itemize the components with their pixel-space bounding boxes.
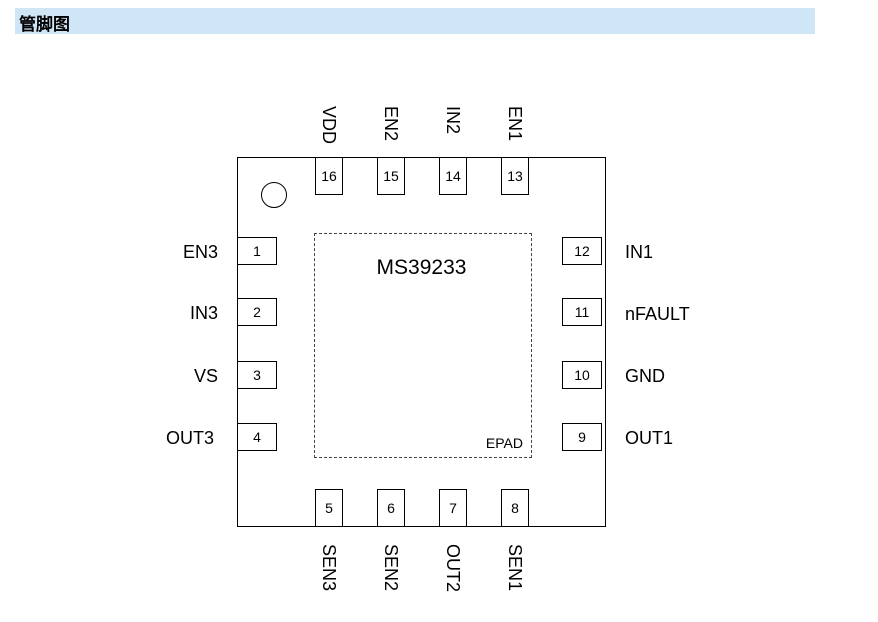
section-header-bar: 管脚图 [15,8,815,35]
pin-pad-14: 14 [439,157,467,195]
pin-label-6: SEN2 [381,544,401,592]
pin-label-4: OUT3 [165,428,214,448]
exposed-pad: EPAD [314,233,532,458]
pin-pad-10: 10 [562,361,602,389]
pin-label-5: SEN3 [319,544,339,592]
pin-label-14: IN2 [443,106,463,135]
pin-pad-9: 9 [562,423,602,451]
pin-label-8: SEN1 [505,544,525,592]
pin-label-12: IN1 [625,242,654,262]
pin-label-2: IN3 [189,303,218,323]
pin-pad-3: 3 [237,361,277,389]
pin-label-9: OUT1 [625,428,674,448]
pin-pad-4: 4 [237,423,277,451]
section-title: 管脚图 [19,15,70,35]
pin-label-13: EN1 [505,106,525,142]
pin-label-11: nFAULT [625,304,690,324]
pin1-indicator [261,182,287,208]
pin-pad-12: 12 [562,237,602,265]
pin-pad-13: 13 [501,157,529,195]
pin-pad-7: 7 [439,489,467,527]
pin-label-3: VS [193,366,218,386]
pin-label-15: EN2 [381,106,401,142]
pin-label-7: OUT2 [443,544,463,593]
pin-pad-15: 15 [377,157,405,195]
pin-pad-5: 5 [315,489,343,527]
pin-label-16: VDD [319,106,339,145]
chip-package: EPAD MS39233 [237,157,606,527]
pin-pad-2: 2 [237,298,277,326]
pin-label-1: EN3 [182,242,218,262]
pin-pad-1: 1 [237,237,277,265]
pin-pad-6: 6 [377,489,405,527]
pin-pad-16: 16 [315,157,343,195]
epad-label: EPAD [485,435,523,451]
pin-pad-11: 11 [562,298,602,326]
pin-pad-8: 8 [501,489,529,527]
pin-label-10: GND [625,366,665,386]
chip-part-number: MS39233 [376,256,467,279]
